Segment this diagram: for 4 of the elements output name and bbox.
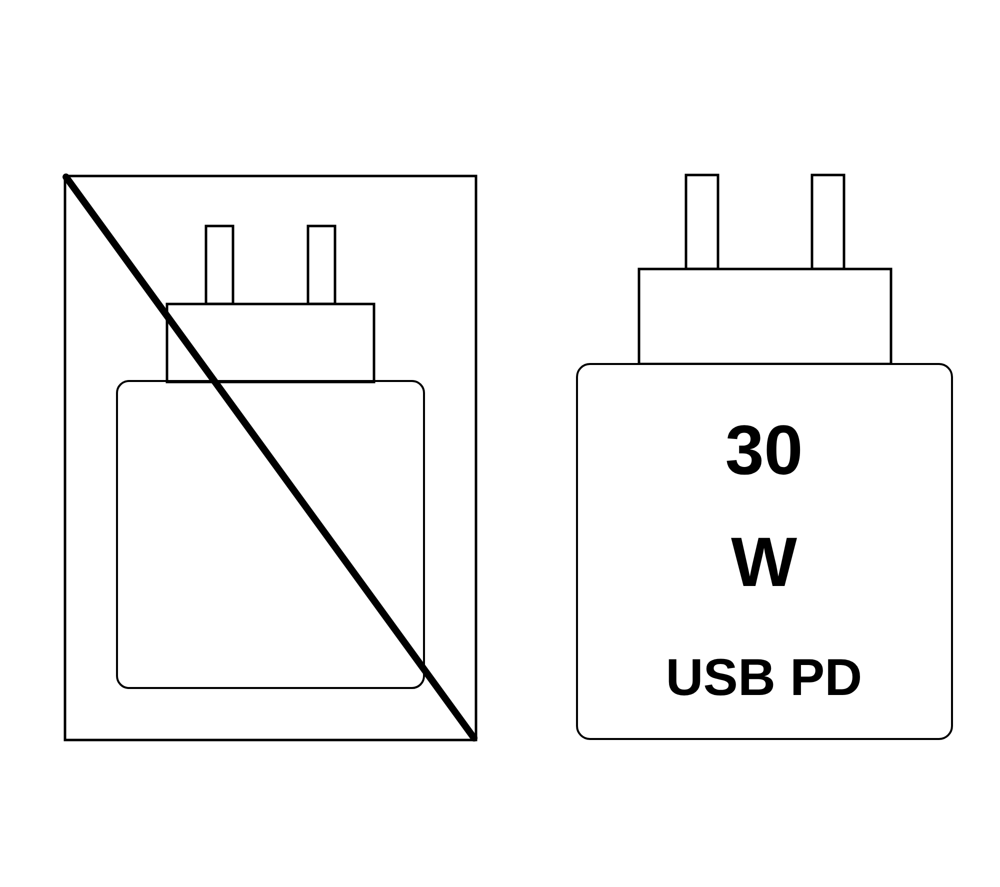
- power-rating: 30 W: [724, 410, 804, 603]
- charger-body: [116, 380, 425, 689]
- standard-label: USB PD: [664, 648, 864, 708]
- charger-body: [576, 363, 953, 740]
